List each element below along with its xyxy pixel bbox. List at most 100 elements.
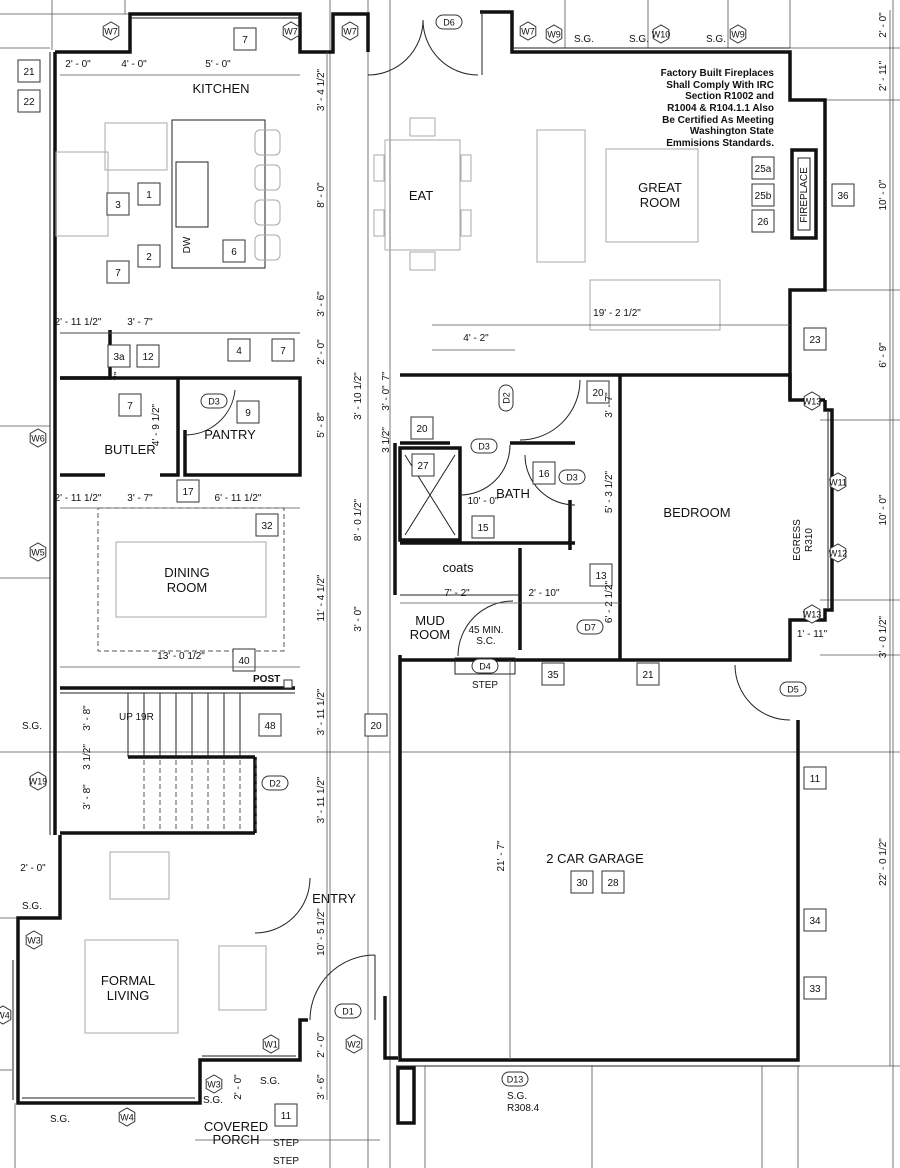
keynote-tag: 11 [803,766,827,790]
svg-text:6: 6 [231,247,237,258]
svg-text:2: 2 [146,252,152,263]
window-tag: W12 [829,543,847,563]
svg-text:R308.4: R308.4 [507,1103,540,1114]
svg-text:UP 19R: UP 19R [119,712,154,723]
room-kitchen: KITCHEN [192,81,249,96]
svg-text:S.G.: S.G. [203,1095,223,1106]
svg-text:25b: 25b [755,191,772,202]
window-tag: W2 [345,1034,363,1054]
svg-text:40: 40 [238,656,250,667]
dimension-label: 19' - 2 1/2" [593,308,641,319]
room-eat: EAT [409,188,433,203]
keynote-tag: 26 [751,209,775,233]
svg-text:S.G.: S.G. [22,901,42,912]
dimension-label: 3' - 7" [127,493,153,504]
keynote-tag: 7 [271,338,295,362]
dimension-label: 2' - 0" [316,339,327,365]
window-tag: W11 [829,472,847,492]
dimension-label: 1' - 11" [797,629,828,640]
svg-text:35: 35 [547,670,559,681]
dimension-label: 3' - 11 1/2" [316,776,327,823]
window-tag: W6 [29,428,47,448]
svg-text:20: 20 [592,388,604,399]
svg-text:21: 21 [642,670,654,681]
room-dining: ROOM [167,580,207,595]
svg-text:Section R1002 and: Section R1002 and [685,91,774,102]
window-tag: W13 [803,604,821,624]
svg-text:EGRESS: EGRESS [792,519,803,561]
door-tag: D6 [435,14,463,30]
svg-text:S.G.: S.G. [50,1114,70,1125]
window-tag: W7 [341,21,359,41]
room-covered-porch: COVERED [204,1119,268,1134]
keynote-tag: 1 [137,182,161,206]
dimension-label: 5' - 3 1/2" [604,470,615,513]
dimension-label: 7' - 2" [444,588,470,599]
keynote-tag: 2 [137,244,161,268]
room-formal-living: LIVING [107,988,150,1003]
svg-text:R1004 & R104.1.1 Also: R1004 & R104.1.1 Also [667,103,774,114]
keynote-tag: 35 [541,662,565,686]
svg-text:W7: W7 [284,27,298,37]
svg-text:11: 11 [810,774,821,785]
svg-text:13: 13 [595,571,607,582]
window-tag: W4 [118,1107,136,1127]
keynote-tag: 25a [751,156,775,180]
keynote-tag: 6 [222,239,246,263]
dimension-label: 10' - 5 1/2" [316,908,327,956]
svg-text:D5: D5 [787,685,799,695]
dimension-label: 13' - 0 1/2" [157,651,205,662]
keynote-tag: 12 [136,344,160,368]
door-tag: D13 [501,1071,529,1087]
svg-text:27: 27 [417,461,429,472]
dimension-label: 3 1/2" [82,744,93,770]
dimensions: 2' - 0"4' - 0"5' - 0"2' - 11 1/2"3' - 7"… [20,10,891,1100]
keynote-tag: 9 [236,400,260,424]
keynote-tag: 3a [107,344,131,368]
dimension-label: 6' - 2 1/2" [604,580,615,623]
room-great-room: GREAT [638,180,682,195]
dimension-label: 5' - 8" [316,412,327,438]
svg-text:7: 7 [280,346,286,357]
keynote-tag: 20 [364,713,388,737]
dimension-label: 2' - 10" [528,588,559,599]
dimension-label: 2' - 0" [65,59,91,70]
keynote-tag: 27 [411,453,435,477]
svg-text:3a: 3a [113,352,125,363]
dimension-label: 2' - 0" [233,1074,244,1100]
svg-text:34: 34 [809,916,821,927]
dimension-label: 3' - 8" [82,705,93,731]
svg-text:7: 7 [242,35,248,46]
svg-text:POST: POST [253,674,280,685]
svg-text:S.G.: S.G. [507,1091,527,1102]
dimension-label: 3' - 6" [316,291,327,317]
door-tag: D4 [471,658,499,674]
door-tag: D3 [200,393,228,409]
window-tag: W3 [205,1074,223,1094]
svg-text:Shall Comply With IRC: Shall Comply With IRC [666,80,774,91]
window-tag: W7 [282,21,300,41]
dimension-label: 3' - 4 1/2" [316,68,327,111]
svg-text:36: 36 [837,191,849,202]
svg-text:D3: D3 [208,397,220,407]
svg-text:W10: W10 [652,30,671,40]
window-tag: W9 [729,24,747,44]
svg-text:Emmisions Standards.: Emmisions Standards. [666,138,774,149]
room-great-room: ROOM [640,195,680,210]
keynote-tag: 23 [803,327,827,351]
svg-text:W3: W3 [27,936,41,946]
stair-treads [127,693,257,830]
svg-text:30: 30 [576,878,588,889]
svg-text:D7: D7 [584,623,596,633]
walls [12,10,834,1125]
keynote-tag: 11 [274,1103,298,1127]
svg-text:S.G.: S.G. [22,721,42,732]
svg-text:D3: D3 [566,473,578,483]
svg-text:28: 28 [607,878,619,889]
keynote-tag: 33 [803,976,827,1000]
door-tag: D1 [334,1003,362,1019]
svg-text:1: 1 [146,190,152,201]
keynote-tag: 30 [570,870,594,894]
